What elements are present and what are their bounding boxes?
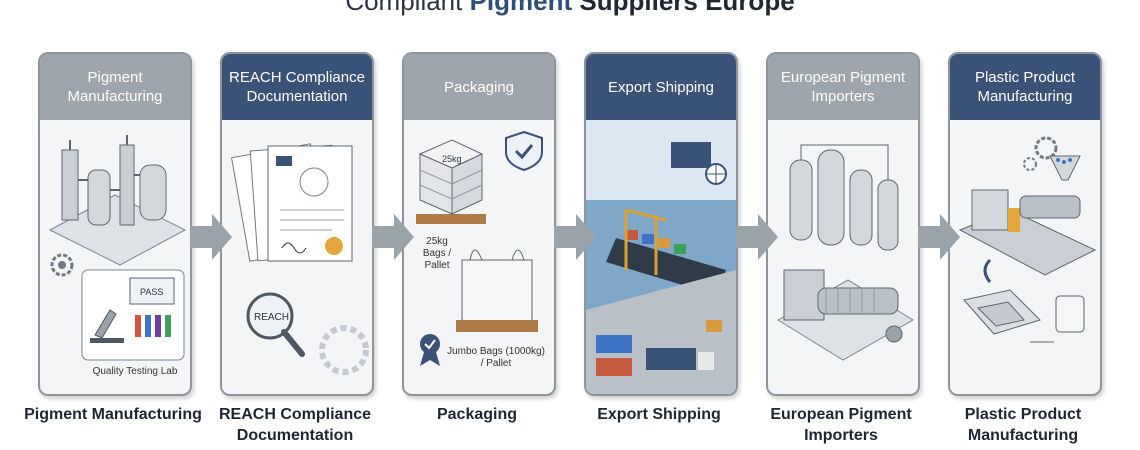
bags-per-pallet-label: 25kg Bags / Pallet [422,236,452,271]
step-illustration: 25kg 25kg Bags / Pallet Jumbo Bags (1000… [404,120,554,394]
flow-arrow [554,214,596,260]
award-badge-icon [420,334,440,366]
flow-arrow [372,214,414,260]
step-caption: Plastic Product Manufacturing [964,406,1082,444]
gear-icon [1023,136,1058,171]
quality-lab-label: Quality Testing Lab [92,366,178,377]
step-card-plastic-manufacturing: Plastic Product Manufacturing [948,52,1102,396]
step-illustration [586,120,736,394]
step-header: Plastic Product Manufacturing [950,54,1100,120]
step-illustration [950,120,1100,394]
step-card-reach-documentation: REACH Compliance Documentation REACH [220,52,374,396]
step-header: European Pigment Importers [768,54,918,120]
step-header: Packaging [404,54,554,120]
gear-icon [319,325,369,375]
factory-illustration: PASS [48,135,187,361]
injection-molding-illustration [958,136,1097,343]
step-header: Export Shipping [586,54,736,120]
gear-icon [50,253,74,277]
shield-check-icon [505,130,543,172]
step-header: REACH Compliance Documentation [222,54,372,120]
step-illustration [768,120,918,394]
step-card-packaging: Packaging 25kg 25kg Bags / Pallet Jumbo … [402,52,556,396]
step-card-european-importers: European Pigment Importers [766,52,920,396]
globe-icon [705,163,727,185]
step-caption: Pigment Manufacturing [24,406,202,423]
pass-text: PASS [140,287,163,297]
shipping-port-illustration [586,120,736,394]
flow-arrow [190,214,232,260]
step-illustration: PASS Quality Testing Lab [40,120,190,394]
step-caption: REACH Compliance Documentation [218,406,372,444]
flow-arrow [918,214,960,260]
packaging-illustration: 25kg [416,130,543,366]
jumbo-bags-label: Jumbo Bags (1000kg) / Pallet [447,346,545,369]
page-title: Compliant Pigment Suppliers Europe [345,0,795,16]
documents-illustration: REACH [230,143,369,375]
magnifier-icon [246,292,305,357]
step-caption: Packaging [436,406,518,423]
step-card-pigment-manufacturing: Pigment Manufacturing PASS Quality Testi [38,52,192,396]
step-caption: European Pigment Importers [770,406,912,444]
step-caption: Export Shipping [597,406,721,423]
importer-plant-illustration [777,144,914,361]
step-card-export-shipping: Export Shipping [584,52,738,396]
step-header: Pigment Manufacturing [40,54,190,120]
reach-stamp-text: REACH [254,312,289,323]
flow-arrow [736,214,778,260]
step-illustration: REACH [222,120,372,394]
bag-weight-text: 25kg [442,154,462,164]
